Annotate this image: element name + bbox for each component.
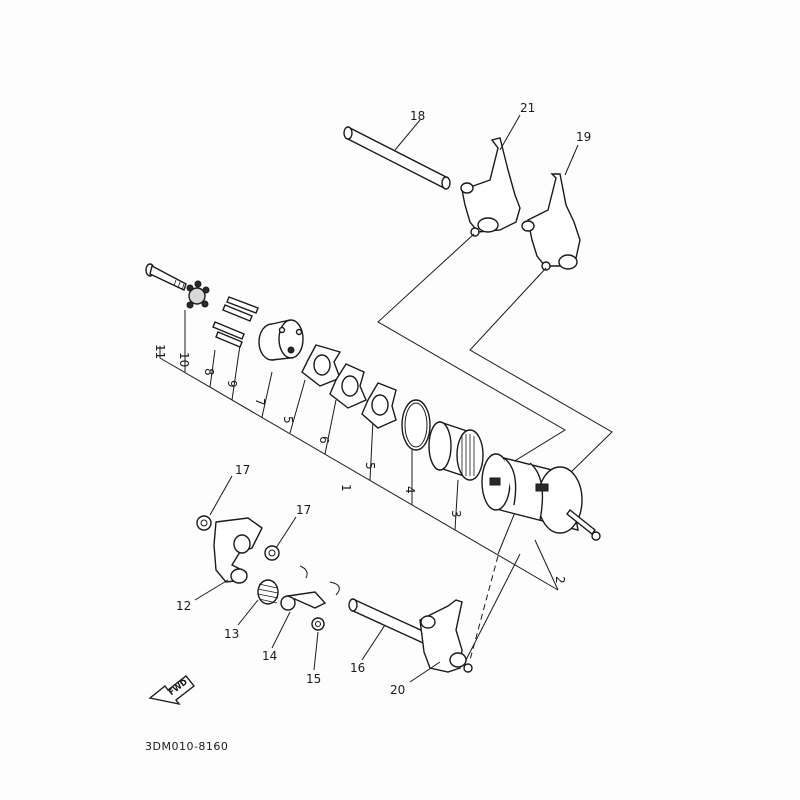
engagement-lines (377, 233, 613, 663)
circlip-17a (196, 515, 212, 531)
screw-11 (145, 263, 187, 291)
stopper-plate-5a (301, 344, 342, 387)
callout-2: 2 (553, 576, 567, 584)
callout-5a: 5 (281, 416, 295, 424)
callout-18: 18 (410, 109, 425, 123)
callout-9: 9 (225, 380, 239, 388)
callout-1: 1 (339, 484, 353, 492)
pins-9 (222, 296, 259, 322)
diagram-code: 3DM010-8160 (145, 740, 228, 753)
callout-3: 3 (449, 510, 463, 518)
callout-21: 21 (520, 101, 535, 115)
callout-14: 14 (262, 649, 277, 663)
callout-4: 4 (403, 486, 417, 494)
callout-17b: 17 (296, 503, 311, 517)
circlip-15 (311, 617, 325, 631)
callout-6: 6 (317, 436, 331, 444)
callout-20: 20 (390, 683, 405, 697)
callout-19: 19 (576, 130, 591, 144)
callout-16: 16 (350, 661, 365, 675)
segment-plate-10 (186, 280, 210, 309)
callout-13: 13 (224, 627, 239, 641)
assembly-bracket (159, 310, 559, 591)
callout-11: 11 (153, 344, 167, 359)
callout-labels: 18 21 19 11 10 8 9 7 5 6 5 1 4 3 2 17 17… (153, 101, 591, 697)
callout-5b: 5 (363, 462, 377, 470)
spring-13 (257, 579, 279, 605)
callout-15: 15 (306, 672, 321, 686)
washer-17b (264, 545, 280, 561)
shift-fork-21 (460, 137, 521, 237)
callout-12: 12 (176, 599, 191, 613)
callout-8: 8 (202, 368, 216, 376)
circlip-4 (401, 399, 431, 451)
shift-fork-20 (419, 599, 473, 673)
callout-10: 10 (177, 352, 191, 367)
stopper-plate-5b (361, 382, 397, 429)
callout-7: 7 (253, 398, 267, 406)
forward-direction-arrow: FWD (148, 675, 195, 706)
fork-guide-bar-18 (343, 126, 451, 190)
bearing-3 (428, 421, 484, 481)
shift-drum-segment-7 (258, 319, 304, 361)
leader-lines (194, 114, 579, 683)
shift-lever-12 (213, 517, 263, 584)
shift-cam-drum-2 (481, 453, 601, 541)
shift-fork-19 (521, 173, 581, 271)
pins-8 (212, 321, 245, 348)
spring-14 (280, 565, 340, 611)
stopper-plate-6 (329, 363, 367, 409)
callout-17a: 17 (235, 463, 250, 477)
